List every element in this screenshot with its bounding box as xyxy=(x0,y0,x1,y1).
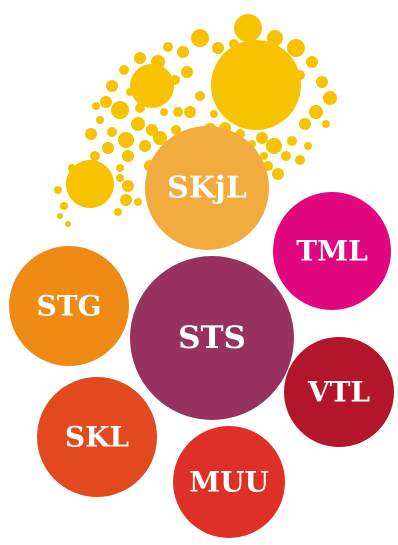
decorative-dot xyxy=(130,64,174,108)
decorative-dot xyxy=(146,124,158,136)
decorative-dot xyxy=(160,108,168,116)
decorative-dot xyxy=(139,140,151,152)
circle-muu[interactable]: MUU xyxy=(173,426,285,538)
decorative-dot xyxy=(170,75,180,85)
decorative-dot xyxy=(322,120,330,128)
decorative-dot xyxy=(80,168,88,176)
circle-sts[interactable]: STS xyxy=(130,256,294,420)
decorative-dot xyxy=(309,105,323,119)
decorative-dot xyxy=(211,40,301,130)
decorative-dot xyxy=(134,52,146,64)
decorative-dot xyxy=(134,198,142,206)
decorative-dot xyxy=(281,151,291,161)
decorative-dot xyxy=(68,164,76,172)
decorative-dot xyxy=(116,164,124,172)
decorative-dot xyxy=(191,29,209,47)
decorative-dot xyxy=(126,88,134,96)
decorative-dot xyxy=(118,132,134,148)
decorative-dot xyxy=(316,76,328,88)
circle-skjl-label: SKjL xyxy=(167,171,247,206)
decorative-dot xyxy=(90,151,100,161)
decorative-dot xyxy=(131,117,145,131)
decorative-dot xyxy=(85,128,97,140)
decorative-dot xyxy=(306,56,318,68)
circle-vtl-shape xyxy=(284,337,394,447)
decorative-dot xyxy=(299,118,311,130)
decorative-dot xyxy=(106,80,118,92)
circle-skl-shape xyxy=(37,377,157,497)
circle-stg[interactable]: STG xyxy=(9,246,129,366)
decorative-dot xyxy=(92,102,100,110)
circle-tml-label: TML xyxy=(296,235,368,268)
decorative-dot xyxy=(304,142,312,150)
decorative-dot xyxy=(195,91,205,101)
circle-skl[interactable]: SKL xyxy=(37,377,157,497)
decorative-dot xyxy=(272,168,284,180)
decorative-dot xyxy=(184,106,196,118)
decorative-dots xyxy=(54,14,337,227)
decorative-dot xyxy=(266,138,282,154)
decorative-dot xyxy=(100,96,112,108)
decorative-dot xyxy=(234,14,262,42)
circle-sts-label: STS xyxy=(178,320,246,356)
decorative-dot xyxy=(173,107,183,117)
circle-vtl[interactable]: VTL xyxy=(284,337,394,447)
decorative-dot xyxy=(107,127,117,137)
decorative-dot xyxy=(60,202,68,210)
circle-skl-label: SKL xyxy=(65,421,130,454)
circle-sts-shape xyxy=(130,256,294,420)
decorative-dot xyxy=(122,180,134,192)
decorative-dot xyxy=(212,42,224,54)
decorative-dot xyxy=(210,110,218,118)
circle-vtl-label: VTL xyxy=(307,376,371,409)
decorative-dot xyxy=(119,65,129,75)
decorative-dot xyxy=(260,152,268,160)
circle-muu-label: MUU xyxy=(189,466,269,499)
decorative-dot xyxy=(122,150,134,162)
decorative-dot xyxy=(295,155,305,165)
decorative-dot xyxy=(54,186,62,194)
circle-muu-shape xyxy=(173,426,285,538)
decorative-dot xyxy=(323,91,337,105)
decorative-dot xyxy=(114,208,122,216)
decorative-dot xyxy=(267,30,283,46)
decorative-dot xyxy=(57,213,63,219)
decorative-dot xyxy=(177,46,189,58)
decorative-dot xyxy=(116,174,124,182)
decorative-dot xyxy=(153,131,167,145)
circle-skjl-shape xyxy=(145,126,269,250)
decorative-dot xyxy=(135,103,145,113)
decorative-dot xyxy=(111,101,129,119)
decorative-dot xyxy=(287,39,305,57)
decorative-dot xyxy=(287,136,297,146)
circle-tml-shape xyxy=(273,192,391,310)
decorative-dot xyxy=(65,221,71,227)
decorative-dot xyxy=(163,42,173,52)
circle-stg-shape xyxy=(9,246,129,366)
decorative-dot xyxy=(256,132,268,144)
circle-stg-label: STG xyxy=(37,290,102,323)
decorative-dot xyxy=(96,116,104,124)
circle-skjl[interactable]: SKjL xyxy=(145,126,269,250)
decorative-dot xyxy=(240,118,248,126)
decorative-dot xyxy=(181,66,193,78)
circle-tml[interactable]: TML xyxy=(273,192,391,310)
decorative-dot xyxy=(171,125,181,135)
decorative-dot xyxy=(102,142,114,154)
decorative-dot xyxy=(120,194,132,206)
decorative-dot xyxy=(66,160,114,208)
